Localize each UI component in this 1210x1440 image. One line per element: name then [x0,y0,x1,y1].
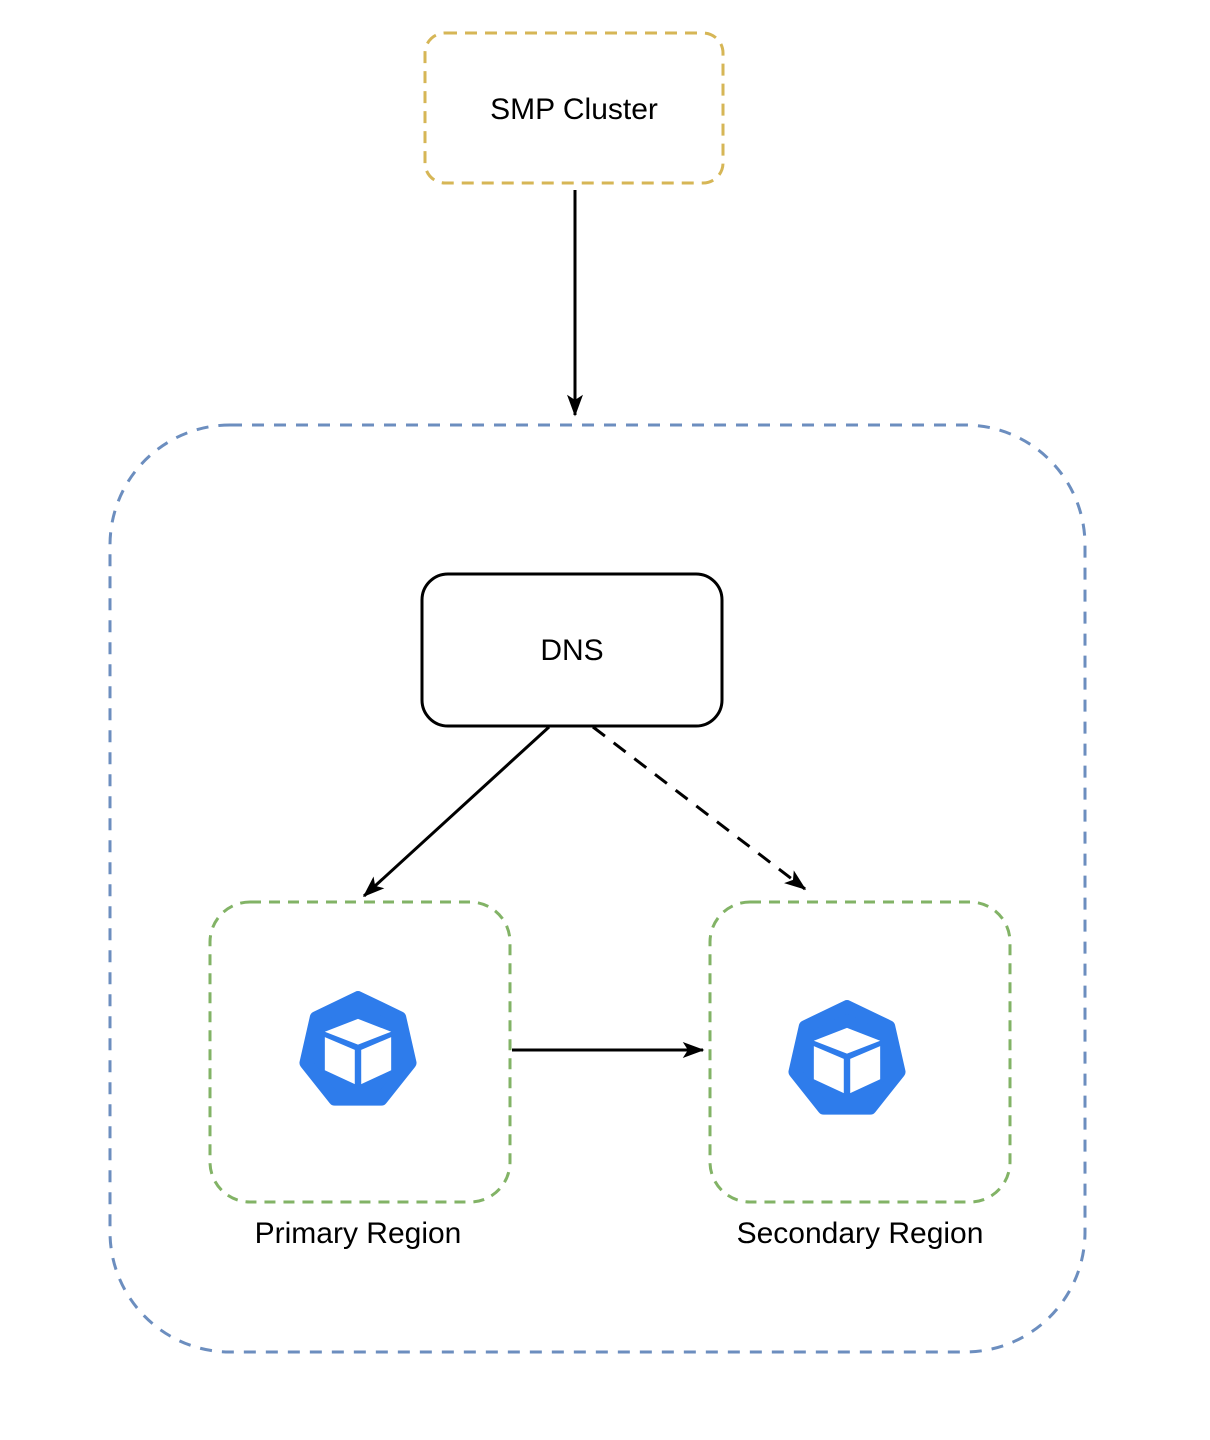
edge-dns-to-secondary [592,725,807,891]
dns-label: DNS [540,634,604,667]
edge-dns-to-primary [362,725,551,898]
heptagon-shape [299,991,417,1106]
smp-cluster-label: SMP Cluster [490,93,658,126]
cube-top-face [324,1018,392,1045]
cube-top-face [813,1027,881,1054]
cube-heptagon-icon [299,991,417,1106]
regions-container-box [108,423,1087,1354]
primary-region-label: Primary Region [254,1217,462,1250]
dns-box [420,572,724,728]
cube-left-face [324,1037,355,1085]
cube-heptagon-icon [788,1000,906,1115]
cube-right-face [850,1046,881,1094]
heptagon-shape [788,1000,906,1115]
cube-left-face [813,1046,844,1094]
secondary-region-label: Secondary Region [736,1217,984,1250]
cube-right-face [361,1037,392,1085]
smp-cluster-box [423,31,725,185]
